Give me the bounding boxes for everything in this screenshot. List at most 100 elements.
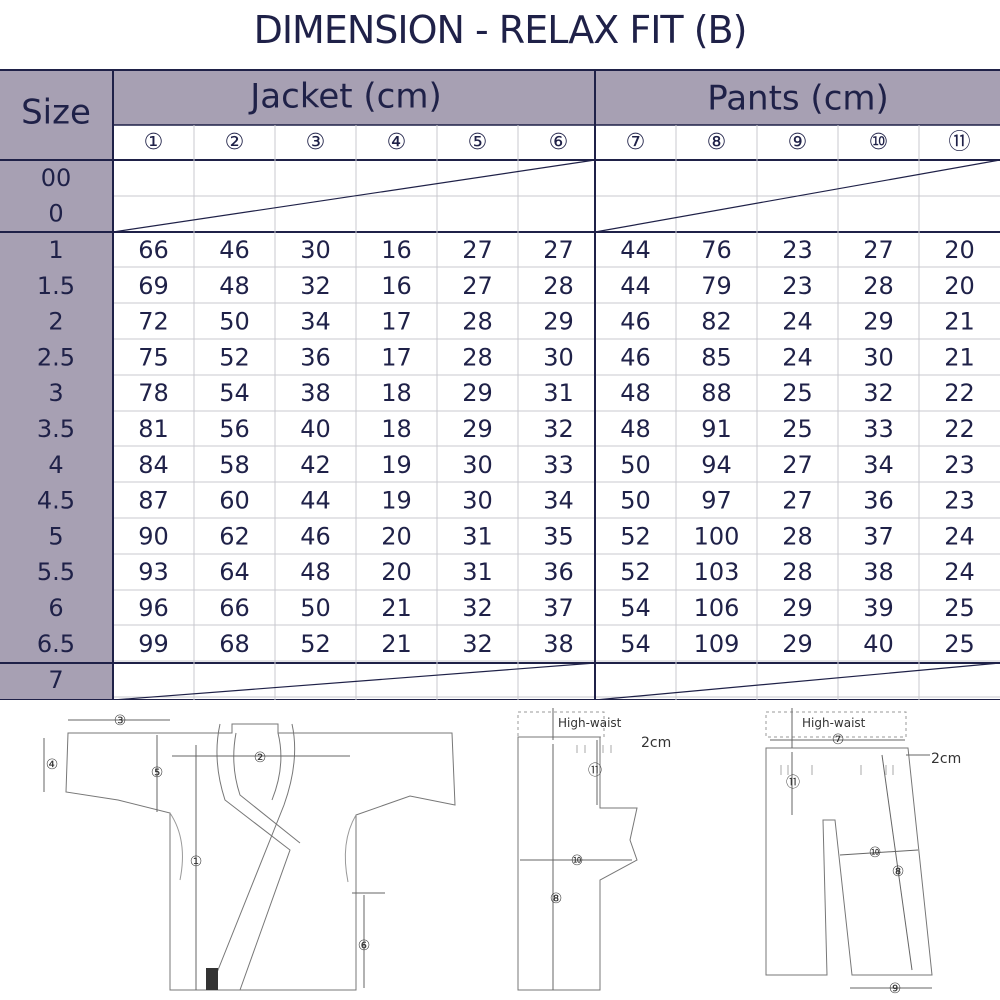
na-diagonal — [594, 159, 1000, 233]
table-cell: 28 — [543, 272, 574, 300]
size-label: 2 — [48, 308, 63, 336]
pants-side-marker-11: ⑪ — [588, 763, 602, 779]
table-cell: 109 — [694, 630, 740, 658]
table-cell: 72 — [138, 308, 169, 336]
table-cell: 60 — [219, 487, 250, 515]
table-cell: 16 — [381, 272, 412, 300]
table-cell: 103 — [694, 558, 740, 586]
table-cell: 23 — [782, 236, 813, 264]
na-diagonal — [112, 662, 596, 700]
page-title: DIMENSION - RELAX FIT (B) — [253, 8, 748, 52]
jacket-marker-4: ④ — [46, 757, 59, 773]
table-cell: 32 — [462, 630, 493, 658]
size-label: 5 — [48, 522, 63, 550]
size-label: 1.5 — [37, 272, 75, 300]
table-cell: 32 — [462, 594, 493, 622]
size-label: 6.5 — [37, 630, 75, 658]
table-cell: 24 — [782, 343, 813, 371]
table-cell: 23 — [944, 487, 975, 515]
column-marker: ⑩ — [869, 130, 889, 155]
table-cell: 36 — [300, 343, 331, 371]
size-label: 00 — [41, 164, 72, 192]
table-cell: 96 — [138, 594, 169, 622]
table-cell: 34 — [863, 451, 894, 479]
table-cell: 20 — [381, 522, 412, 550]
size-label: 1 — [48, 236, 63, 264]
table-cell: 48 — [219, 272, 250, 300]
table-cell: 52 — [219, 343, 250, 371]
table-cell: 88 — [701, 379, 732, 407]
column-marker: ① — [144, 130, 164, 155]
jacket-header: Jacket (cm) — [248, 77, 441, 117]
table-cell: 20 — [944, 272, 975, 300]
column-marker: ⑨ — [788, 130, 808, 155]
table-cell: 87 — [138, 487, 169, 515]
size-label: 2.5 — [37, 343, 75, 371]
table-cell: 50 — [620, 487, 651, 515]
size-label: 3 — [48, 379, 63, 407]
table-cell: 23 — [782, 272, 813, 300]
table-cell: 66 — [138, 236, 169, 264]
pants-side-high-waist-label: High-waist — [558, 716, 622, 730]
table-cell: 37 — [543, 594, 574, 622]
table-cell: 97 — [701, 487, 732, 515]
garment-diagrams: ③ ④ ⑤ ② ① ⑥ ⑪ ⑩ ⑧ ⑦ ⑪ ⑩ ⑧ ⑨ High-waist 2… — [43, 708, 961, 997]
jacket-diagram — [43, 719, 456, 991]
table-cell: 42 — [300, 451, 331, 479]
size-label: 7 — [48, 666, 63, 694]
table-cell: 91 — [701, 415, 732, 443]
table-cell: 21 — [944, 343, 975, 371]
size-label: 6 — [48, 594, 63, 622]
table-cell: 28 — [863, 272, 894, 300]
table-cell: 66 — [219, 594, 250, 622]
size-column-band — [0, 125, 113, 700]
table-cell: 27 — [543, 236, 574, 264]
table-cell: 25 — [944, 630, 975, 658]
jacket-marker-1: ① — [190, 854, 203, 870]
table-cell: 38 — [543, 630, 574, 658]
table-cell: 28 — [782, 558, 813, 586]
table-cell: 39 — [863, 594, 894, 622]
table-cell: 27 — [462, 272, 493, 300]
table-cell: 54 — [620, 630, 651, 658]
table-cell: 106 — [694, 594, 740, 622]
column-marker: ⑤ — [468, 130, 488, 155]
table-cell: 30 — [863, 343, 894, 371]
table-cell: 90 — [138, 522, 169, 550]
column-marker: ⑥ — [549, 130, 569, 155]
table-cell: 24 — [944, 522, 975, 550]
table-cell: 38 — [863, 558, 894, 586]
size-label: 4.5 — [37, 487, 75, 515]
table-cell: 85 — [701, 343, 732, 371]
size-label: 0 — [48, 200, 63, 228]
jacket-marker-6: ⑥ — [358, 938, 371, 954]
table-cell: 38 — [300, 379, 331, 407]
table-cell: 54 — [219, 379, 250, 407]
table-cell: 18 — [381, 379, 412, 407]
table-cell: 69 — [138, 272, 169, 300]
table-cell: 46 — [620, 343, 651, 371]
table-cell: 25 — [782, 415, 813, 443]
table-cell: 52 — [620, 522, 651, 550]
table-cell: 99 — [138, 630, 169, 658]
size-label: 4 — [48, 451, 63, 479]
pants-front-diagram — [765, 708, 933, 989]
table-cell: 48 — [620, 379, 651, 407]
pants-side-offset-label: 2cm — [641, 735, 671, 751]
table-cell: 34 — [543, 487, 574, 515]
table-cell: 52 — [300, 630, 331, 658]
table-cell: 78 — [138, 379, 169, 407]
table-cell: 29 — [543, 308, 574, 336]
table-cell: 25 — [944, 594, 975, 622]
table-cell: 58 — [219, 451, 250, 479]
table-cell: 81 — [138, 415, 169, 443]
table-cell: 21 — [381, 594, 412, 622]
pants-front-marker-10: ⑩ — [869, 845, 882, 861]
pants-front-high-waist-label: High-waist — [802, 716, 866, 730]
table-cell: 62 — [219, 522, 250, 550]
table-cell: 68 — [219, 630, 250, 658]
table-cell: 54 — [620, 594, 651, 622]
table-cell: 16 — [381, 236, 412, 264]
pants-front-marker-8: ⑧ — [892, 864, 905, 880]
table-cell: 17 — [381, 343, 412, 371]
